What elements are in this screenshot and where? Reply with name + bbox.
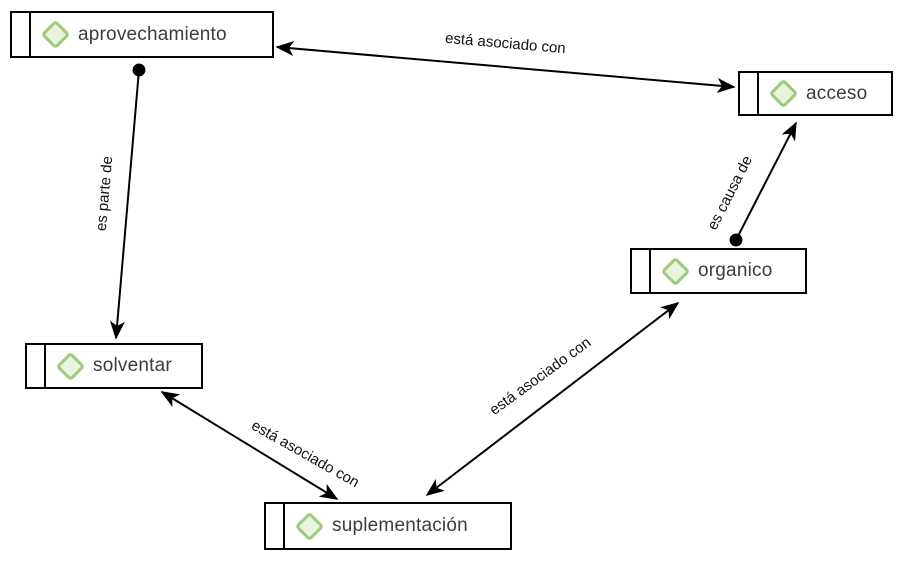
edge-label: es causa de xyxy=(704,153,756,233)
edge-suplementacion-organico[interactable]: está asociado con xyxy=(425,302,680,496)
node-label: organico xyxy=(698,260,773,281)
code-diamond-icon xyxy=(660,256,691,286)
node-grip xyxy=(632,250,651,292)
node-label: suplementación xyxy=(332,515,468,536)
node-organico[interactable]: organico xyxy=(630,248,807,294)
edge-label: está asociado con xyxy=(444,30,566,57)
code-diamond-icon xyxy=(40,19,71,50)
node-suplementacion[interactable]: suplementación xyxy=(264,502,512,550)
node-label: solventar xyxy=(93,355,172,376)
code-diamond-icon xyxy=(768,78,799,109)
edge-line xyxy=(729,121,797,247)
code-diamond-icon xyxy=(294,511,325,541)
edge-aprovechamiento-acceso[interactable]: está asociado con xyxy=(275,30,736,94)
edge-line xyxy=(425,302,680,496)
edge-line xyxy=(275,40,736,94)
node-grip xyxy=(27,345,46,387)
node-solventar[interactable]: solventar xyxy=(25,343,203,389)
node-grip xyxy=(266,504,285,548)
edge-solventar-suplementacion[interactable]: está asociado con xyxy=(160,391,362,500)
node-grip xyxy=(12,13,31,56)
edge-line xyxy=(109,63,146,340)
node-grip xyxy=(740,73,759,114)
code-diamond-icon xyxy=(55,351,86,381)
edge-label: es parte de xyxy=(93,155,116,231)
node-acceso[interactable]: acceso xyxy=(738,71,893,116)
edge-line xyxy=(160,391,339,500)
node-label: aprovechamiento xyxy=(78,23,227,45)
edge-organico-acceso[interactable]: es causa de xyxy=(704,121,797,247)
node-label: acceso xyxy=(806,82,868,104)
edge-label: está asociado con xyxy=(486,334,594,419)
node-aprovechamiento[interactable]: aprovechamiento xyxy=(10,11,274,58)
edge-aprovechamiento-solventar[interactable]: es parte de xyxy=(93,63,146,340)
